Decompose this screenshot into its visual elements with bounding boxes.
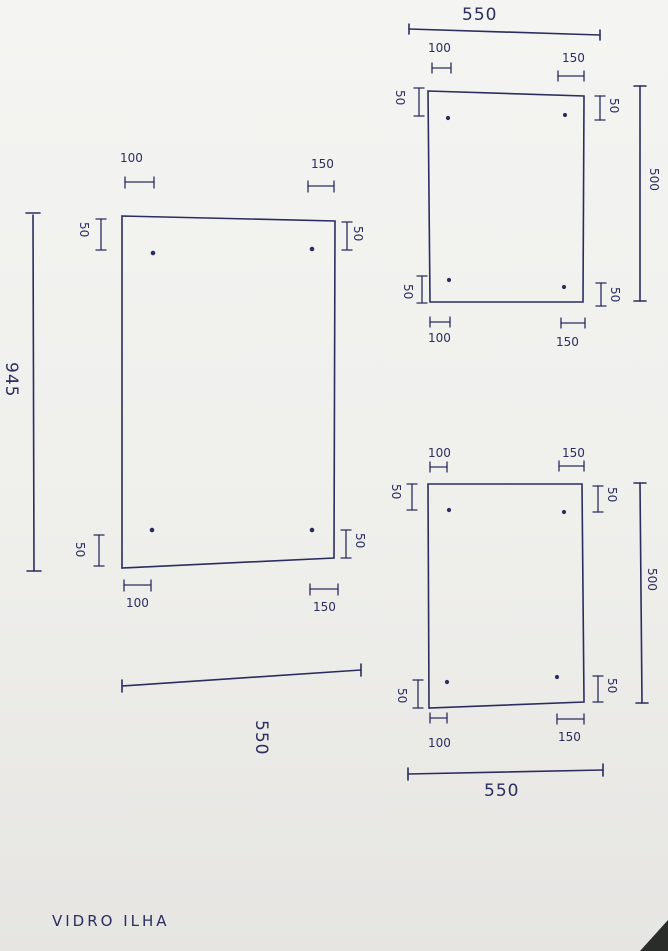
dimension-line-550	[408, 28, 601, 36]
caption: VIDRO ILHA	[52, 912, 170, 930]
dim-label: 50	[605, 487, 619, 502]
dim-label-550: 550	[462, 5, 497, 25]
dim-label: 50	[393, 90, 407, 105]
hole-marker	[150, 250, 156, 256]
dimension-line-550	[121, 669, 362, 687]
dim-label: 150	[313, 600, 336, 614]
hole-marker	[309, 246, 315, 252]
dim-label: 150	[556, 335, 579, 349]
dim-label: 150	[558, 730, 581, 744]
hole-marker	[562, 112, 568, 118]
big-panel: 945 550 100 150 50 50 50 50	[1, 151, 367, 755]
dim-label: 50	[353, 533, 367, 548]
hole-marker	[309, 527, 315, 533]
hole-marker	[446, 277, 452, 283]
hole-marker	[554, 674, 560, 680]
dim-label: 50	[608, 287, 622, 302]
dim-label-500: 500	[645, 568, 659, 591]
dim-label: 50	[401, 284, 415, 299]
dim-label-550: 550	[251, 720, 271, 755]
dimension-line-945	[32, 214, 35, 572]
dim-label: 50	[395, 688, 409, 703]
dimension-line-500	[639, 482, 643, 704]
small-panel-bottom-outline	[427, 483, 585, 709]
dim-label: 50	[73, 542, 87, 557]
hole-marker	[444, 679, 450, 685]
dim-label-500: 500	[647, 168, 661, 191]
dim-label: 100	[126, 596, 149, 610]
dim-label-945: 945	[1, 362, 21, 397]
hole-marker	[446, 507, 452, 513]
hole-marker	[149, 527, 155, 533]
dim-label: 50	[607, 98, 621, 113]
dim-label: 100	[428, 446, 451, 460]
dim-label: 150	[562, 446, 585, 460]
dim-label: 100	[428, 331, 451, 345]
dim-label: 50	[605, 678, 619, 693]
hole-marker	[561, 509, 567, 515]
hole-marker	[561, 284, 567, 290]
small-panel-bottom: 100 150 50 50 50 50 500 100	[389, 446, 659, 801]
dimension-line-550	[407, 769, 604, 775]
dim-label: 50	[77, 222, 91, 237]
dim-label: 100	[120, 151, 143, 165]
dim-label: 150	[562, 51, 585, 65]
dim-label: 50	[389, 484, 403, 499]
photo-corner-shadow	[640, 920, 668, 951]
dim-label-550: 550	[484, 781, 519, 801]
dim-label: 50	[351, 226, 365, 241]
dim-label: 150	[311, 157, 334, 171]
big-panel-outline	[121, 215, 336, 569]
hole-marker	[445, 115, 451, 121]
dim-label: 100	[428, 41, 451, 55]
small-panel-top-outline	[427, 90, 585, 303]
small-panel-top: 550 500 100 150 50 50 50 50	[393, 5, 661, 349]
dim-label: 100	[428, 736, 451, 750]
